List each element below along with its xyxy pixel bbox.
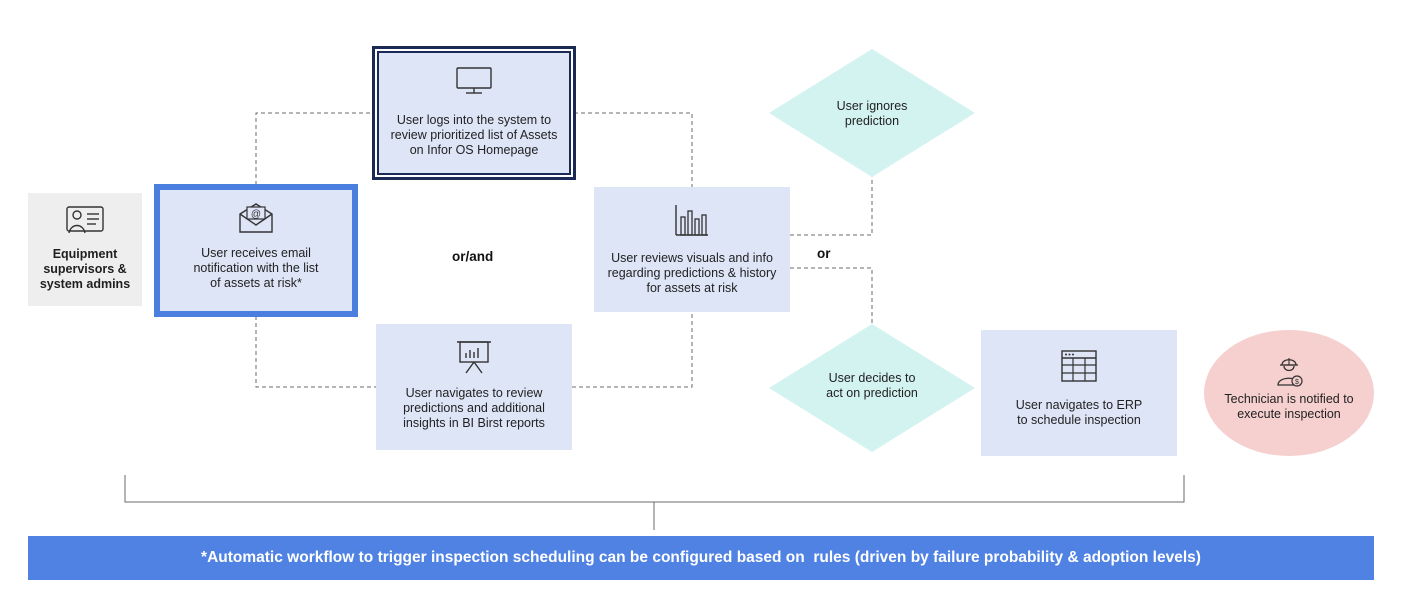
dashed-connector: [255, 112, 376, 185]
or-and-label: or/and: [452, 249, 494, 264]
technician-icon: $: [1277, 358, 1303, 387]
decision-act-diamond: [769, 324, 975, 452]
footer-text: *Automatic workflow to trigger inspectio…: [201, 549, 1201, 566]
step-bi: User navigates to review predictions and…: [376, 324, 572, 450]
bar-chart-icon: [675, 205, 708, 236]
presentation-chart-icon: [457, 341, 491, 374]
step-email: @ User receives email notification with …: [154, 184, 358, 317]
email-icon: @: [239, 203, 273, 233]
dashed-connector: [255, 316, 376, 388]
dashed-connector: [790, 175, 873, 236]
id-card-icon: [66, 206, 104, 234]
svg-text:@: @: [251, 209, 261, 220]
step-visuals: User reviews visuals and info regarding …: [594, 187, 790, 312]
dashed-connector: [574, 112, 693, 187]
or-label: or: [817, 246, 831, 261]
actor-label: Equipment supervisors & system admins: [39, 247, 131, 291]
bracket-line: [124, 475, 1185, 503]
dashed-connector: [572, 312, 693, 388]
dashed-connector: [790, 267, 873, 326]
outcome-ellipse: $ Technician is notified to execute insp…: [1204, 330, 1374, 456]
step-email-text: User receives email notification with th…: [193, 246, 319, 290]
footer-banner: *Automatic workflow to trigger inspectio…: [28, 536, 1374, 580]
monitor-icon: [456, 67, 492, 94]
step-bi-text: User navigates to review predictions and…: [403, 386, 545, 430]
svg-text:$: $: [1295, 379, 1299, 386]
step-login-text: User logs into the system to review prio…: [390, 113, 558, 157]
step-erp-text: User navigates to ERP to schedule inspec…: [1015, 398, 1143, 427]
decision-act-text: User decides to act on prediction: [826, 371, 918, 400]
calendar-grid-icon: [1061, 350, 1097, 382]
outcome-text: Technician is notified to execute inspec…: [1224, 392, 1354, 421]
decision-ignore-text: User ignores prediction: [836, 99, 908, 128]
step-erp: User navigates to ERP to schedule inspec…: [981, 330, 1177, 456]
step-visuals-text: User reviews visuals and info regarding …: [607, 251, 777, 295]
actor-card: Equipment supervisors & system admins: [28, 193, 142, 306]
decision-ignore-diamond: [769, 49, 975, 177]
step-login: User logs into the system to review prio…: [372, 46, 576, 180]
